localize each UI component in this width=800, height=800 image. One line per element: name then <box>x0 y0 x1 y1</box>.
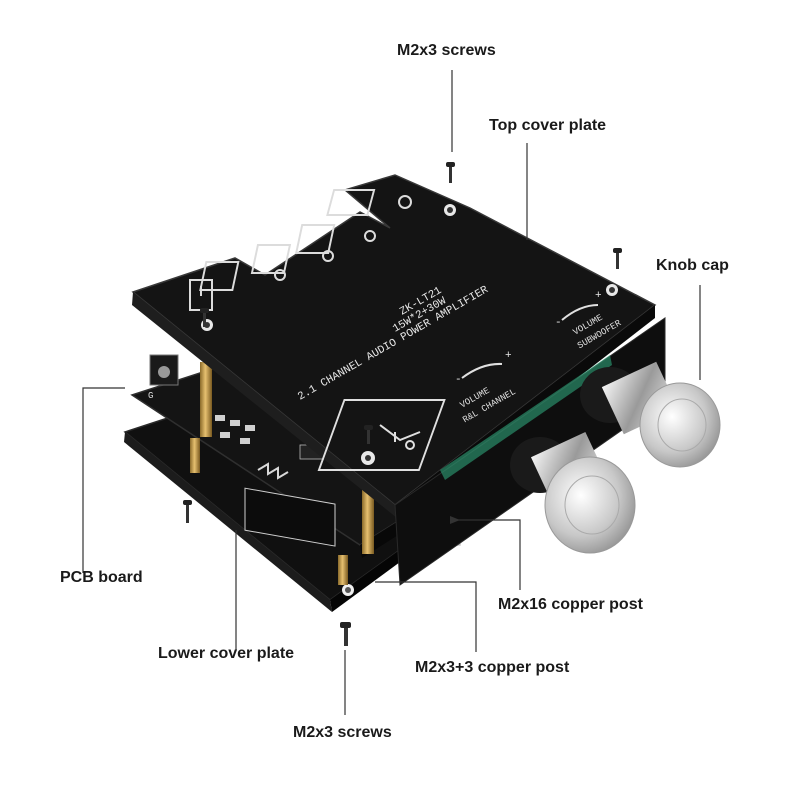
screw-icon <box>364 425 373 444</box>
copper-post-short <box>338 555 348 585</box>
screw-icon <box>613 248 622 269</box>
label-screws-bottom: M2x3 screws <box>293 724 392 741</box>
leader-lines <box>82 70 701 715</box>
screw-icon <box>340 622 351 646</box>
screw-icon <box>446 162 455 183</box>
label-copper-post-16: M2x16 copper post <box>498 596 643 613</box>
label-pcb-board: PCB board <box>60 569 143 586</box>
label-top-cover: Top cover plate <box>489 117 607 134</box>
label-lower-cover: Lower cover plate <box>158 645 295 662</box>
silk-minus-a: - <box>455 374 462 386</box>
silk-minus-b: - <box>555 317 562 329</box>
screw-icon <box>200 308 209 327</box>
label-knob-cap: Knob cap <box>656 257 729 274</box>
silk-plus-b: + <box>595 290 602 302</box>
screw-icon <box>183 500 192 523</box>
knob-cap <box>580 361 721 468</box>
pcb-gnd-label: G <box>148 391 153 401</box>
usb-icon <box>317 399 446 471</box>
silk-plus-a: + <box>505 350 512 362</box>
copper-post-long <box>200 362 212 437</box>
label-copper-post-3-3: M2x3+3 copper post <box>415 659 570 676</box>
label-screws-top: M2x3 screws <box>397 42 496 59</box>
antenna-icon <box>326 189 412 216</box>
speaker-icon <box>199 224 376 291</box>
knob-cap <box>510 431 636 554</box>
bluetooth-module <box>244 487 336 547</box>
